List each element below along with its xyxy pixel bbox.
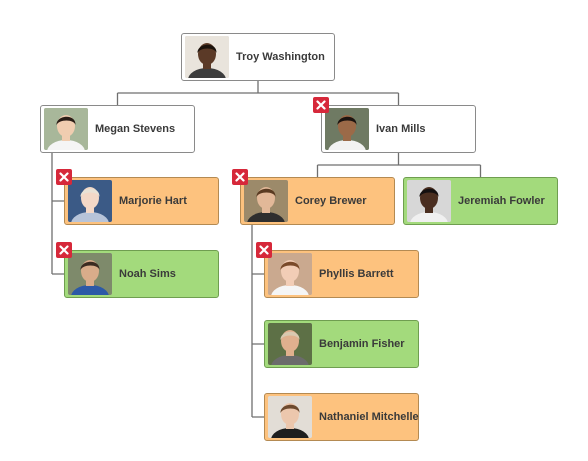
org-node-noah[interactable]: Noah Sims bbox=[64, 250, 219, 298]
remove-button-phyllis[interactable] bbox=[256, 242, 272, 258]
org-node-benjamin[interactable]: Benjamin Fisher bbox=[264, 320, 419, 368]
node-name: Marjorie Hart bbox=[119, 195, 187, 207]
org-node-marjorie[interactable]: Marjorie Hart bbox=[64, 177, 219, 225]
node-name: Jeremiah Fowler bbox=[458, 195, 545, 207]
node-name: Benjamin Fisher bbox=[319, 338, 405, 350]
avatar bbox=[68, 180, 112, 222]
avatar bbox=[268, 323, 312, 365]
close-icon bbox=[316, 100, 326, 110]
avatar bbox=[268, 253, 312, 295]
node-name: Troy Washington bbox=[236, 51, 325, 63]
org-node-phyllis[interactable]: Phyllis Barrett bbox=[264, 250, 419, 298]
close-icon bbox=[59, 172, 69, 182]
remove-button-corey[interactable] bbox=[232, 169, 248, 185]
node-name: Nathaniel Mitchelle bbox=[319, 411, 419, 423]
avatar bbox=[268, 396, 312, 438]
org-node-jeremiah[interactable]: Jeremiah Fowler bbox=[403, 177, 558, 225]
node-name: Megan Stevens bbox=[95, 123, 176, 135]
connector-corey-children bbox=[251, 225, 264, 418]
avatar bbox=[68, 253, 112, 295]
org-node-nathaniel[interactable]: Nathaniel Mitchelle bbox=[264, 393, 419, 441]
avatar bbox=[244, 180, 288, 222]
org-node-megan[interactable]: Megan Stevens bbox=[40, 105, 195, 153]
org-node-ivan[interactable]: Ivan Mills bbox=[321, 105, 476, 153]
close-icon bbox=[259, 245, 269, 255]
avatar bbox=[44, 108, 88, 150]
close-icon bbox=[59, 245, 69, 255]
close-icon bbox=[235, 172, 245, 182]
org-node-corey[interactable]: Corey Brewer bbox=[240, 177, 395, 225]
node-name: Phyllis Barrett bbox=[319, 268, 394, 280]
avatar bbox=[185, 36, 229, 78]
org-node-troy[interactable]: Troy Washington bbox=[181, 33, 335, 81]
remove-button-ivan[interactable] bbox=[313, 97, 329, 113]
avatar bbox=[325, 108, 369, 150]
node-name: Noah Sims bbox=[119, 268, 176, 280]
remove-button-marjorie[interactable] bbox=[56, 169, 72, 185]
node-name: Corey Brewer bbox=[295, 195, 367, 207]
connector-ivan-children bbox=[316, 153, 482, 177]
avatar bbox=[407, 180, 451, 222]
node-name: Ivan Mills bbox=[376, 123, 426, 135]
remove-button-noah[interactable] bbox=[56, 242, 72, 258]
connector-megan-children bbox=[51, 153, 64, 275]
connector-troy-children bbox=[116, 81, 400, 105]
